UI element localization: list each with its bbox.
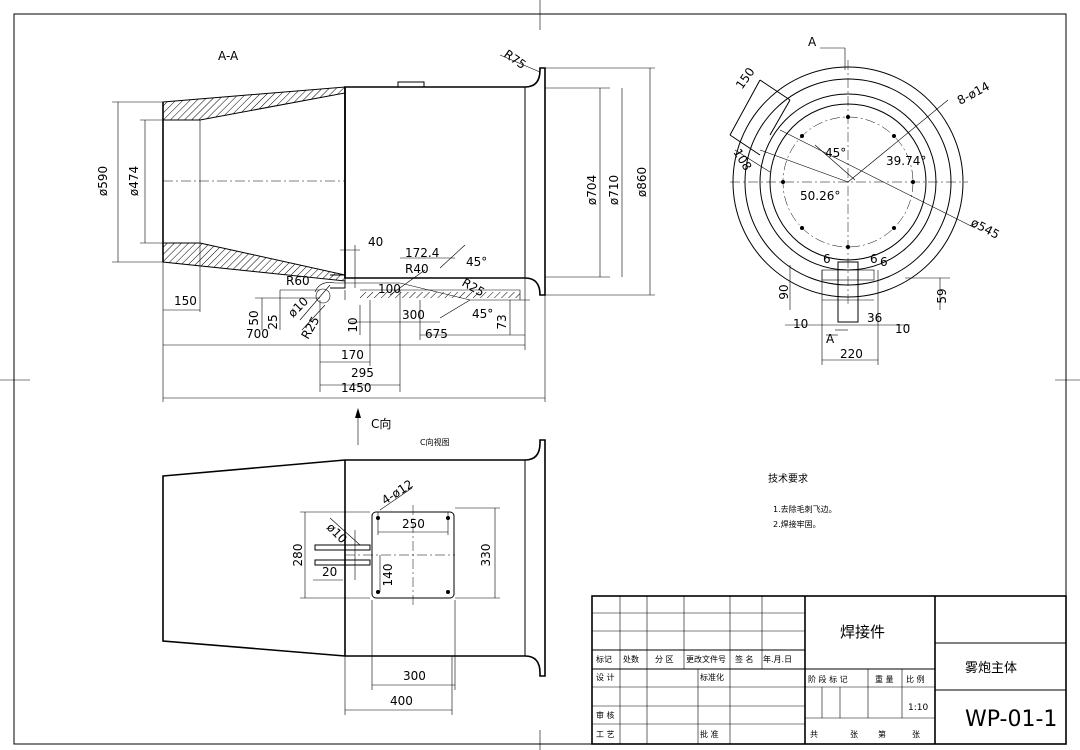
cone-wall-top-hatch bbox=[162, 86, 346, 121]
tech-req-title: 技术要求 bbox=[768, 472, 808, 485]
dim-d860: ø860 bbox=[635, 167, 649, 197]
dim-700: 700 bbox=[246, 327, 269, 341]
dim-150: 150 bbox=[174, 294, 197, 308]
dim-bottom-140: 140 bbox=[381, 564, 395, 587]
dim-end-36: 36 bbox=[867, 311, 882, 325]
end-view-a: A bbox=[729, 35, 1002, 365]
dim-73: 73 bbox=[495, 314, 509, 329]
dim-end-59: 59 bbox=[935, 288, 949, 303]
end-view-label: A bbox=[808, 35, 817, 49]
th-approve: 批 准 bbox=[700, 729, 719, 739]
section-view-a-a: A-A bbox=[96, 47, 655, 402]
dim-end-90: 90 bbox=[777, 284, 791, 299]
dim-170: 170 bbox=[341, 348, 364, 362]
dim-d474: ø474 bbox=[127, 166, 141, 196]
bottom-view-arrow-label: C向 bbox=[371, 416, 391, 431]
th-sign: 签 名 bbox=[735, 654, 754, 664]
th-page: 第 bbox=[878, 729, 886, 739]
top-lug bbox=[397, 81, 425, 88]
dim-bottom-d10: ø10 bbox=[324, 520, 350, 546]
dim-end-50-26: 50.26° bbox=[800, 189, 840, 203]
dim-d704: ø704 bbox=[585, 175, 599, 205]
th-total: 共 bbox=[810, 730, 818, 739]
dim-end-6b: 6 bbox=[870, 252, 878, 266]
dim-end-150: 150 bbox=[733, 65, 758, 92]
dim-bottom-280: 280 bbox=[291, 544, 305, 567]
dim-675: 675 bbox=[425, 327, 448, 341]
th-mark: 标记 bbox=[596, 654, 612, 664]
dim-r25-left: R25 bbox=[298, 314, 322, 341]
bottom-view-c: C向 C向视图 bbox=[162, 408, 546, 715]
dim-end-6c: 6 bbox=[880, 255, 888, 269]
title-scale: 1:10 bbox=[908, 703, 928, 713]
dim-end-10a: 10 bbox=[793, 317, 808, 331]
th-stage-mark: 阶 段 标 记 bbox=[808, 674, 848, 684]
dim-50: 50 bbox=[247, 310, 261, 325]
title-block: 焊接件 雾炮主体 WP-01-1 1:10 标记 处数 分 区 更改文件号 签 … bbox=[591, 595, 1067, 745]
dim-d590: ø590 bbox=[96, 166, 110, 196]
tech-req-item-2: 2.焊接牢固。 bbox=[773, 519, 821, 529]
dim-300: 300 bbox=[402, 308, 425, 322]
th-sheet2: 张 bbox=[912, 730, 920, 739]
th-weight: 重 量 bbox=[875, 674, 894, 684]
dim-295: 295 bbox=[351, 366, 374, 380]
dim-end-39-74: 39.74° bbox=[886, 154, 926, 168]
dim-bottom-holes: 4-ø12 bbox=[379, 477, 416, 508]
th-change-doc: 更改文件号 bbox=[686, 654, 726, 664]
dim-1450: 1450 bbox=[341, 381, 372, 395]
dim-r40: R40 bbox=[405, 262, 429, 276]
dim-40: 40 bbox=[368, 235, 383, 249]
th-sheet: 张 bbox=[850, 730, 858, 739]
dim-end-holes: 8-ø14 bbox=[955, 79, 992, 108]
th-zone: 分 区 bbox=[655, 655, 674, 664]
dim-end-d545: ø545 bbox=[969, 215, 1002, 242]
dim-25: 25 bbox=[266, 314, 280, 329]
dim-bottom-300: 300 bbox=[403, 669, 426, 683]
bottom-view-body bbox=[162, 439, 546, 677]
th-design: 设 计 bbox=[596, 672, 615, 682]
tech-req-item-1: 1.去除毛刺飞边。 bbox=[773, 504, 837, 514]
th-review: 审 核 bbox=[596, 710, 615, 720]
technical-requirements: 技术要求 1.去除毛刺飞边。 2.焊接牢固。 bbox=[768, 472, 837, 529]
end-view-arrow-label: A bbox=[826, 332, 835, 346]
dim-end-220: 220 bbox=[840, 347, 863, 361]
dim-bottom-400: 400 bbox=[390, 694, 413, 708]
th-process: 工 艺 bbox=[596, 730, 615, 739]
th-date: 年.月.日 bbox=[763, 654, 792, 664]
dim-end-45: 45° bbox=[825, 146, 846, 160]
bottom-view-label: C向视图 bbox=[420, 437, 450, 447]
dim-end-10b: 10 bbox=[895, 322, 910, 336]
title-material: 焊接件 bbox=[840, 623, 885, 641]
cylinder-body bbox=[344, 67, 546, 296]
end-view-nozzle bbox=[837, 261, 859, 323]
dim-r60: R60 bbox=[286, 274, 310, 288]
dim-10: 10 bbox=[346, 317, 360, 332]
dim-45-bottom: 45° bbox=[472, 307, 493, 321]
dim-45-top: 45° bbox=[466, 255, 487, 269]
dim-bottom-250: 250 bbox=[402, 517, 425, 531]
title-drawing-number: WP-01-1 bbox=[965, 707, 1057, 732]
title-part-name: 雾炮主体 bbox=[965, 661, 1017, 676]
dim-d710: ø710 bbox=[607, 175, 621, 205]
th-scale: 比 例 bbox=[906, 674, 925, 684]
dim-end-6a: 6 bbox=[823, 252, 831, 266]
cone-wall-bottom-hatch bbox=[162, 242, 346, 282]
dim-bottom-20: 20 bbox=[322, 565, 337, 579]
dim-bottom-330: 330 bbox=[479, 544, 493, 567]
dim-172-4: 172.4 bbox=[405, 246, 439, 260]
th-standard: 标准化 bbox=[700, 672, 724, 682]
dim-100: 100 bbox=[378, 282, 401, 296]
dim-r75: R75 bbox=[501, 47, 528, 72]
th-count: 处数 bbox=[623, 654, 639, 664]
section-view-label: A-A bbox=[218, 49, 239, 63]
